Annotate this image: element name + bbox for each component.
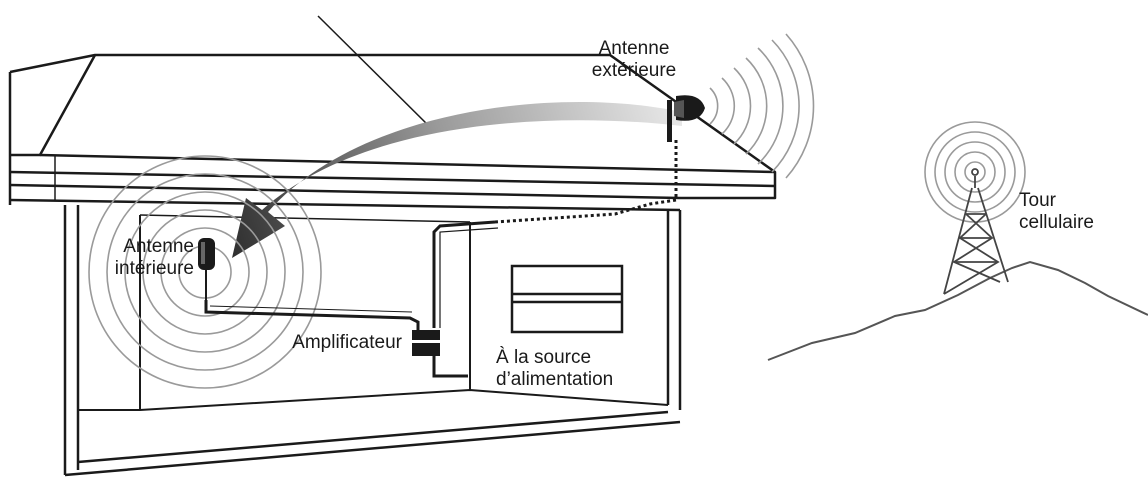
hill bbox=[767, 260, 1148, 361]
indoor-antenna-label: Antenne intérieure bbox=[76, 236, 194, 280]
cell-tower-icon bbox=[943, 168, 1009, 295]
power-source-label-line2: d’alimentation bbox=[496, 369, 614, 390]
power-source-label-line1: À la source bbox=[496, 347, 592, 368]
cell-tower-label: Tour cellulaire bbox=[1019, 190, 1139, 234]
outdoor-antenna-label-line2: extérieure bbox=[591, 60, 677, 81]
indoor-antenna-icon bbox=[198, 238, 215, 300]
outdoor-cable bbox=[494, 140, 678, 224]
cable-indoor-to-amplifier bbox=[204, 300, 420, 332]
indoor-antenna-waves bbox=[88, 155, 322, 389]
house-walls bbox=[63, 205, 682, 477]
power-source-label: À la source d’alimentation bbox=[496, 347, 656, 391]
signal-arrow-icon bbox=[232, 102, 682, 259]
amplifier-icon bbox=[412, 330, 440, 356]
house-roof bbox=[8, 53, 777, 212]
cell-tower-label-line1: Tour bbox=[1019, 190, 1056, 211]
amplifier-label: Amplificateur bbox=[244, 332, 402, 354]
outdoor-antenna-label-line1: Antenne bbox=[598, 38, 670, 59]
amplifier-label-text: Amplificateur bbox=[292, 332, 402, 353]
leader-line bbox=[317, 15, 436, 133]
cable-to-amplifier-outline bbox=[439, 227, 499, 328]
cable-indoor-outline bbox=[209, 305, 413, 313]
outdoor-antenna-icon bbox=[667, 95, 705, 142]
outdoor-antenna-label: Antenne extérieure bbox=[574, 38, 694, 82]
cable-to-amplifier bbox=[432, 220, 496, 328]
cell-tower-label-line2: cellulaire bbox=[1019, 212, 1094, 233]
indoor-antenna-label-line1: Antenne bbox=[123, 236, 194, 257]
window bbox=[510, 264, 624, 334]
power-cable bbox=[432, 356, 468, 378]
outdoor-antenna-waves bbox=[709, 33, 815, 179]
indoor-antenna-label-line2: intérieure bbox=[114, 258, 194, 279]
